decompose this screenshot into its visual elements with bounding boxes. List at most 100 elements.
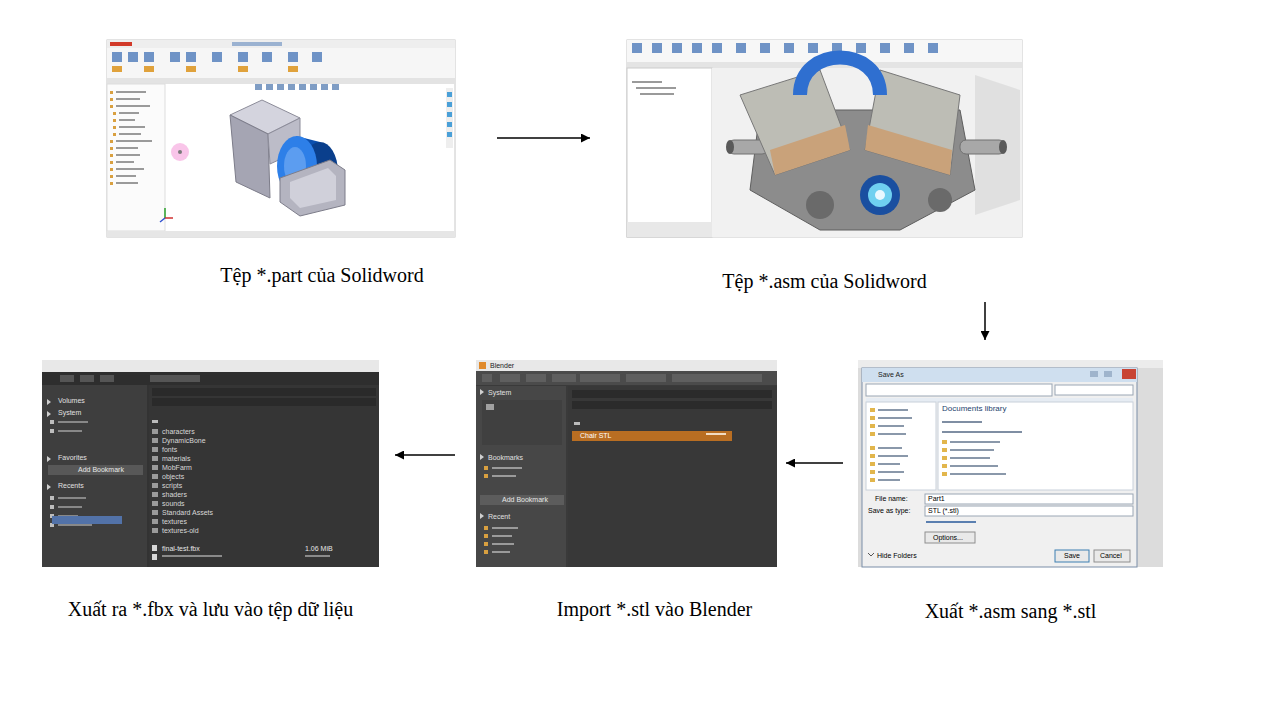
screen-text: Recents [58, 482, 84, 489]
blender-import-screenshot-shape [476, 360, 777, 567]
solidworks-part-screenshot-shape [232, 42, 282, 46]
screen-text: Volumes [58, 397, 85, 404]
blender-export-screenshot-shape [152, 398, 376, 406]
screenshot-step: Xuất *.asm sang *.stl [858, 360, 1163, 624]
solidworks-assembly-screenshot-shape [712, 68, 1022, 237]
screen-text: Save as type: [868, 507, 910, 514]
save-as-dialog-screenshot-shape [926, 521, 976, 523]
screen-text: Save [1064, 552, 1080, 559]
screenshot-area [107, 40, 455, 262]
screenshot-step: Xuất ra *.fbx và lưu vào tệp dữ liệu [42, 360, 379, 622]
screen-text: Chair STL [580, 432, 612, 439]
solidworks-part-screenshot-shape [107, 78, 455, 84]
screen-text: scripts [162, 482, 182, 489]
blender-export-screenshot-shape [152, 388, 376, 396]
screen-text: Bookmarks [488, 454, 523, 461]
screen-text: DynamicBone [162, 437, 206, 444]
screen-text: objects [162, 473, 184, 480]
blender-export-screenshot-shape [48, 465, 143, 475]
save-as-dialog-screenshot [858, 360, 1163, 567]
solidworks-part-screenshot-shape [107, 48, 455, 78]
solidworks-assembly-screenshot-shape [632, 82, 676, 94]
screenshot-area [627, 40, 1022, 268]
solidworks-assembly-screenshot-shape [632, 43, 938, 53]
step-caption: Tệp *.part của Solidword [148, 262, 496, 288]
solidworks-part-screenshot-shape [164, 208, 166, 218]
solidworks-assembly-screenshot-shape [627, 40, 1022, 237]
solidworks-part-screenshot-shape [230, 115, 270, 198]
screen-text: Add Bookmark [78, 466, 124, 473]
screen-text: System [58, 409, 81, 416]
solidworks-part-screenshot-shape [107, 231, 455, 237]
save-as-dialog-screenshot-shape [870, 408, 875, 482]
blender-import-screenshot-shape [706, 433, 726, 435]
flow-arrow [395, 454, 455, 456]
flow-arrow [984, 302, 986, 340]
screen-text: Documents library [942, 405, 1006, 413]
blender-import-screenshot-shape [572, 431, 732, 441]
save-as-dialog-screenshot-shape [858, 360, 1163, 368]
blender-export-screenshot-shape [60, 375, 200, 382]
blender-import-screenshot-shape [572, 390, 772, 398]
screenshot-area [858, 360, 1163, 598]
blender-import-screenshot-shape [484, 466, 488, 554]
screen-text: Add Bookmark [502, 496, 548, 503]
solidworks-assembly-screenshot-shape [875, 190, 885, 200]
screen-text: textures-old [162, 527, 199, 534]
step-caption: Xuất *.asm sang *.stl [858, 598, 1163, 624]
screen-text: Options... [933, 534, 963, 541]
solidworks-part-screenshot-shape [112, 66, 298, 72]
solidworks-part-screenshot-shape [255, 84, 339, 90]
screen-text: sounds [162, 500, 185, 507]
solidworks-part-screenshot-shape [178, 150, 182, 154]
solidworks-part-screenshot-shape [171, 143, 189, 161]
screenshot-area [42, 360, 379, 596]
blender-import-screenshot-shape [568, 386, 777, 567]
solidworks-part-screenshot-shape [290, 168, 336, 208]
solidworks-assembly-screenshot-shape [868, 183, 892, 207]
screen-text: materials [162, 455, 190, 462]
blender-import-screenshot-shape [480, 495, 564, 505]
save-as-dialog-screenshot-shape [925, 494, 1133, 504]
save-as-dialog-screenshot-shape [938, 402, 1133, 490]
solidworks-part-screenshot-shape [112, 52, 322, 62]
flow-arrow [497, 137, 590, 139]
flow-arrow [786, 462, 843, 464]
blender-export-screenshot-shape [152, 420, 158, 423]
solidworks-assembly-screenshot-shape [627, 222, 712, 237]
screen-text: final-test.fbx [162, 545, 200, 552]
screen-text: Cancel [1100, 552, 1122, 559]
solidworks-part-screenshot-shape [107, 84, 165, 231]
screen-text: Hide Folders [877, 552, 917, 559]
blender-import-screenshot-shape [482, 400, 562, 445]
blender-export-screenshot-shape [152, 545, 157, 560]
screen-text: Standard Assets [162, 509, 213, 516]
solidworks-assembly-screenshot-shape [627, 68, 712, 237]
blender-import-screenshot-shape [479, 362, 486, 369]
save-as-dialog-screenshot-shape [1090, 371, 1112, 377]
screen-text: MobFarm [162, 464, 192, 471]
save-as-dialog-screenshot-shape [868, 553, 874, 556]
screen-text: 1.06 MiB [305, 545, 333, 552]
solidworks-assembly-screenshot-shape [865, 125, 952, 175]
save-as-dialog-screenshot-shape [942, 440, 947, 476]
save-as-dialog-screenshot-shape [942, 422, 1022, 432]
blender-export-screenshot-shape [149, 385, 379, 567]
blender-export-screenshot-shape [42, 385, 147, 567]
blender-export-screenshot-shape [152, 429, 158, 533]
screen-text: System [488, 389, 511, 396]
save-as-dialog-screenshot-shape [1094, 550, 1130, 562]
screen-text: fonts [162, 446, 177, 453]
solidworks-assembly-screenshot-shape [928, 188, 952, 212]
save-as-dialog-screenshot-shape [1055, 385, 1133, 395]
step-caption: Tệp *.asm của Solidword [627, 268, 1022, 294]
blender-import-screenshot-shape [574, 422, 580, 425]
save-as-dialog-screenshot-shape [866, 402, 936, 490]
screen-text: STL (*.stl) [928, 507, 959, 514]
solidworks-assembly-screenshot-shape [860, 175, 900, 215]
screen-text: Save As [878, 371, 904, 378]
connectors [395, 138, 985, 463]
solidworks-assembly-screenshot-shape [800, 58, 880, 96]
